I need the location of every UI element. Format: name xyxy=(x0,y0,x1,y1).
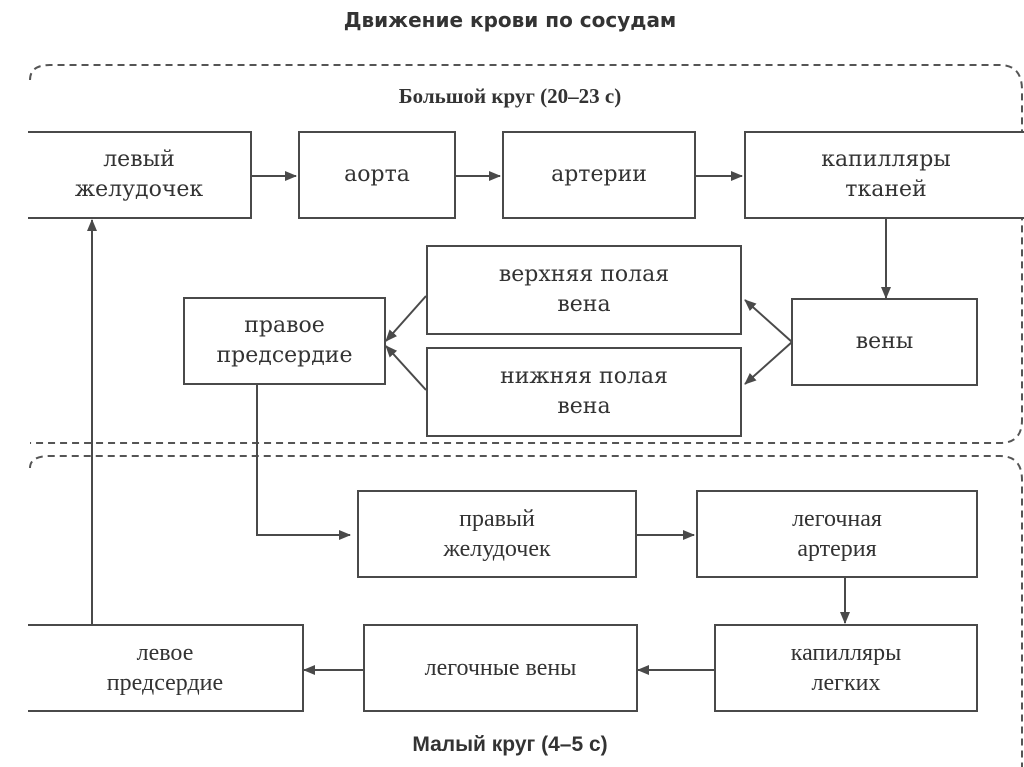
pulmonary-region-border xyxy=(29,455,1023,767)
node-tissue-capillaries: капилляры тканей xyxy=(744,131,1024,219)
node-right-atrium: правое предсердие xyxy=(183,297,386,385)
pulmonary-circuit-label: Малый круг (4–5 с) xyxy=(412,733,608,756)
arrow-inferior-vena-cava-to-right-atrium xyxy=(385,345,427,391)
node-aorta: аорта xyxy=(298,131,456,219)
node-inferior-vena-cava: нижняя полая вена xyxy=(426,347,742,437)
arrow-veins-to-inferior-vena-cava xyxy=(744,341,793,385)
arrow-superior-vena-cava-to-right-atrium xyxy=(385,295,427,342)
systemic-circuit-label: Большой круг (20–23 с) xyxy=(398,84,622,108)
diagram-title: Движение крови по сосудам xyxy=(343,8,677,32)
node-right-ventricle: правый желудочек xyxy=(357,490,637,578)
arrow-right-atrium-to-right-ventricle xyxy=(256,385,351,540)
node-pulmonary-veins: легочные вены xyxy=(363,624,638,712)
node-veins: вены xyxy=(791,298,978,386)
node-left-ventricle: левый желудочек xyxy=(28,131,252,219)
node-left-atrium: левое предсердие xyxy=(28,624,304,712)
node-superior-vena-cava: верхняя полая вена xyxy=(426,245,742,335)
arrow-veins-to-superior-vena-cava xyxy=(744,299,793,343)
node-pulmonary-artery: легочная артерия xyxy=(696,490,978,578)
node-arteries: артерии xyxy=(502,131,696,219)
node-lung-capillaries: капилляры легких xyxy=(714,624,978,712)
systemic-region-border xyxy=(29,64,1023,444)
